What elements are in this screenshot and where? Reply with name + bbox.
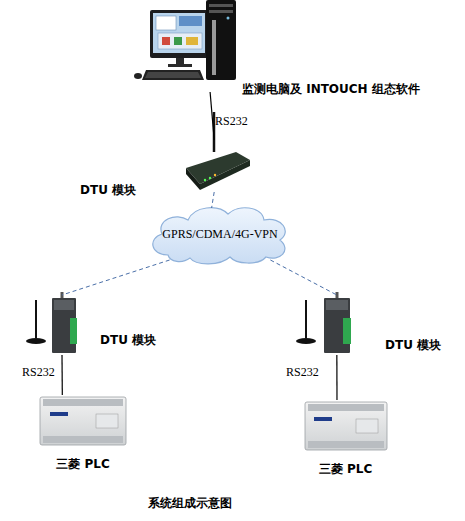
edge-label: RS232 [215, 114, 248, 128]
serial-cable [210, 92, 214, 140]
wireless-link [212, 192, 215, 208]
edge-label: RS232 [286, 365, 319, 379]
computer-illustration [134, 0, 236, 80]
node-label: 三菱 PLC [293, 462, 398, 477]
node-label: DTU 模块 [80, 183, 160, 198]
dtu-node: DTU 模块 [182, 140, 252, 192]
cloud-node: GPRS/CDMA/4G-VPN [150, 208, 290, 260]
plc-node: 三菱 PLC [38, 395, 128, 447]
node-label: DTU 模块 [385, 338, 465, 353]
plc-illustration [40, 397, 126, 445]
router-illustration [186, 112, 250, 190]
dtu-module-illustration [26, 292, 77, 353]
node-label: 三菱 PLC [28, 457, 138, 472]
edge-label: RS232 [22, 365, 55, 379]
figure-caption: 系统组成示意图 [120, 496, 260, 511]
wireless-link [62, 260, 170, 295]
node-label: 监测电脑及 INTOUCH 组态软件 [242, 82, 465, 97]
node-label: GPRS/CDMA/4G-VPN [150, 208, 290, 260]
computer-node: 监测电脑及 INTOUCH 组态软件 [148, 2, 238, 92]
node-label: DTU 模块 [100, 333, 180, 348]
wireless-link [270, 260, 336, 295]
dtu-node: DTU 模块 [30, 295, 80, 355]
dtu-module-illustration [296, 292, 351, 353]
serial-cable [336, 355, 337, 400]
plc-node: 三菱 PLC [303, 400, 388, 452]
serial-cable [61, 355, 62, 395]
plc-illustration [305, 402, 387, 450]
dtu-node: DTU 模块 [300, 295, 355, 355]
